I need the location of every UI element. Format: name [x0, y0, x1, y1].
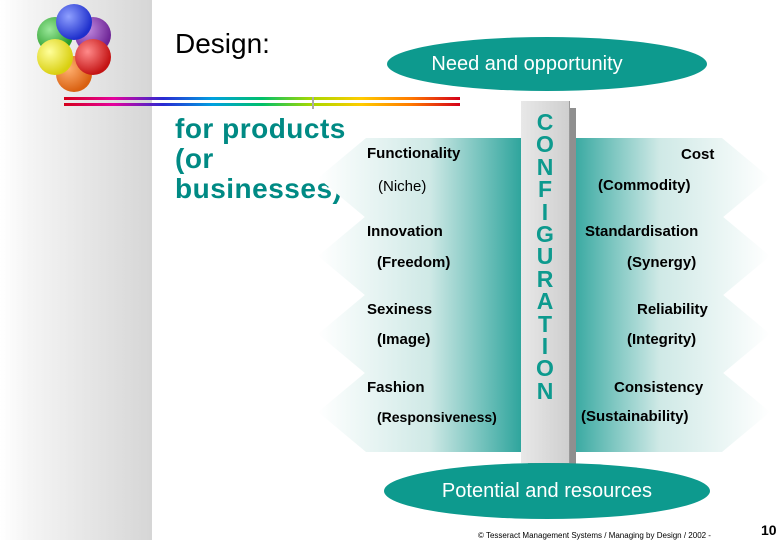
left-sub-image: (Image)	[377, 331, 431, 348]
right-label-consistency: Consistency	[614, 379, 704, 396]
pillar-letter: I	[541, 198, 549, 225]
potential-resources-banner: Potential and resources	[384, 463, 710, 519]
left-sub-freedom: (Freedom)	[377, 254, 451, 271]
left-spectrum-arrow	[318, 294, 521, 374]
right-sub-commodity: (Commodity)	[598, 177, 691, 194]
footer-copyright: © Tesseract Management Systems / Managin…	[478, 531, 711, 540]
right-label-standardisation: Standardisation	[585, 223, 699, 240]
left-label-functionality: Functionality	[367, 145, 461, 162]
right-label-reliability: Reliability	[637, 301, 708, 318]
right-sub-synergy: (Synergy)	[627, 254, 697, 271]
pillar-letter: O	[536, 355, 554, 382]
right-spectrum-arrow	[569, 372, 770, 452]
pillar-letter: G	[536, 221, 554, 248]
left-label-fashion: Fashion	[367, 379, 425, 396]
left-spectrum-arrow	[318, 216, 521, 296]
right-label-cost: Cost	[681, 146, 715, 163]
pillar-letter: N	[536, 377, 554, 404]
pillar-letter: R	[536, 265, 554, 292]
pillar-letter: O	[536, 131, 554, 158]
left-label-innovation: Innovation	[367, 223, 443, 240]
right-sub-integrity: (Integrity)	[627, 331, 697, 348]
right-spectrum-arrow	[569, 216, 770, 296]
subtitle: for products (or businesses)	[175, 114, 346, 204]
rainbow-divider	[64, 97, 460, 109]
pillar-letter: U	[536, 243, 554, 270]
logo-colored-balls-icon	[37, 4, 111, 92]
pillar-letter: A	[536, 288, 554, 315]
right-spectrum-arrow	[569, 294, 770, 374]
page-number: 10	[761, 522, 777, 538]
page-title: Design:	[175, 28, 270, 59]
subtitle-line-3: businesses)	[175, 173, 343, 204]
left-sub-niche: (Niche)	[378, 178, 427, 195]
pillar-letter: F	[537, 176, 553, 203]
pillar-letter: I	[541, 333, 549, 360]
left-sub-responsiveness: (Responsiveness)	[377, 409, 497, 425]
need-opportunity-banner: Need and opportunity	[387, 37, 707, 91]
left-label-sexiness: Sexiness	[367, 301, 433, 318]
pillar-letter: C	[536, 109, 554, 135]
right-spectrum-arrow	[569, 138, 770, 218]
need-opportunity-label: Need and opportunity	[431, 52, 623, 75]
right-sub-sustainability: (Sustainability)	[581, 408, 689, 425]
pillar-letter: N	[536, 153, 554, 180]
pillar-letter: T	[537, 310, 553, 337]
left-spectrum-arrow	[318, 372, 521, 452]
potential-resources-label: Potential and resources	[441, 479, 653, 502]
subtitle-line-1: for products	[175, 113, 346, 144]
left-spectrum-arrow	[318, 138, 521, 218]
subtitle-line-2: (or	[175, 143, 214, 174]
